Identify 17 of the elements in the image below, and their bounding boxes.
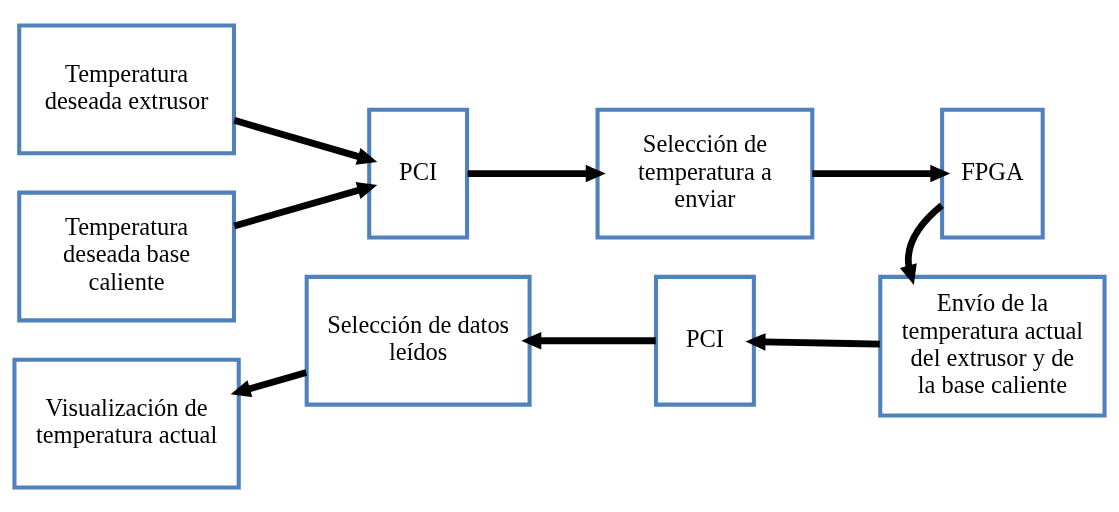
node-box: Selección de datos leídos bbox=[304, 274, 532, 407]
arrow bbox=[233, 116, 378, 165]
node-box: Envío de la temperatura actual del extrusor y de la base caliente bbox=[878, 274, 1107, 418]
arrow bbox=[467, 164, 606, 182]
node-box: Visualización de temperatura actual bbox=[12, 357, 241, 490]
node-box: Selección de temperatura a enviar bbox=[595, 107, 815, 239]
arrow bbox=[812, 164, 951, 182]
node-box: Temperatura deseada base caliente bbox=[17, 190, 236, 322]
node-box: FPGA bbox=[940, 107, 1045, 239]
arrow bbox=[521, 331, 656, 350]
node-box: PCI bbox=[367, 107, 470, 239]
node-box: PCI bbox=[653, 274, 756, 407]
arrow bbox=[230, 368, 308, 397]
arrow bbox=[899, 202, 944, 285]
node-box: Temperatura deseada extrusor bbox=[17, 22, 236, 155]
arrow bbox=[233, 181, 378, 229]
arrow bbox=[745, 332, 880, 351]
